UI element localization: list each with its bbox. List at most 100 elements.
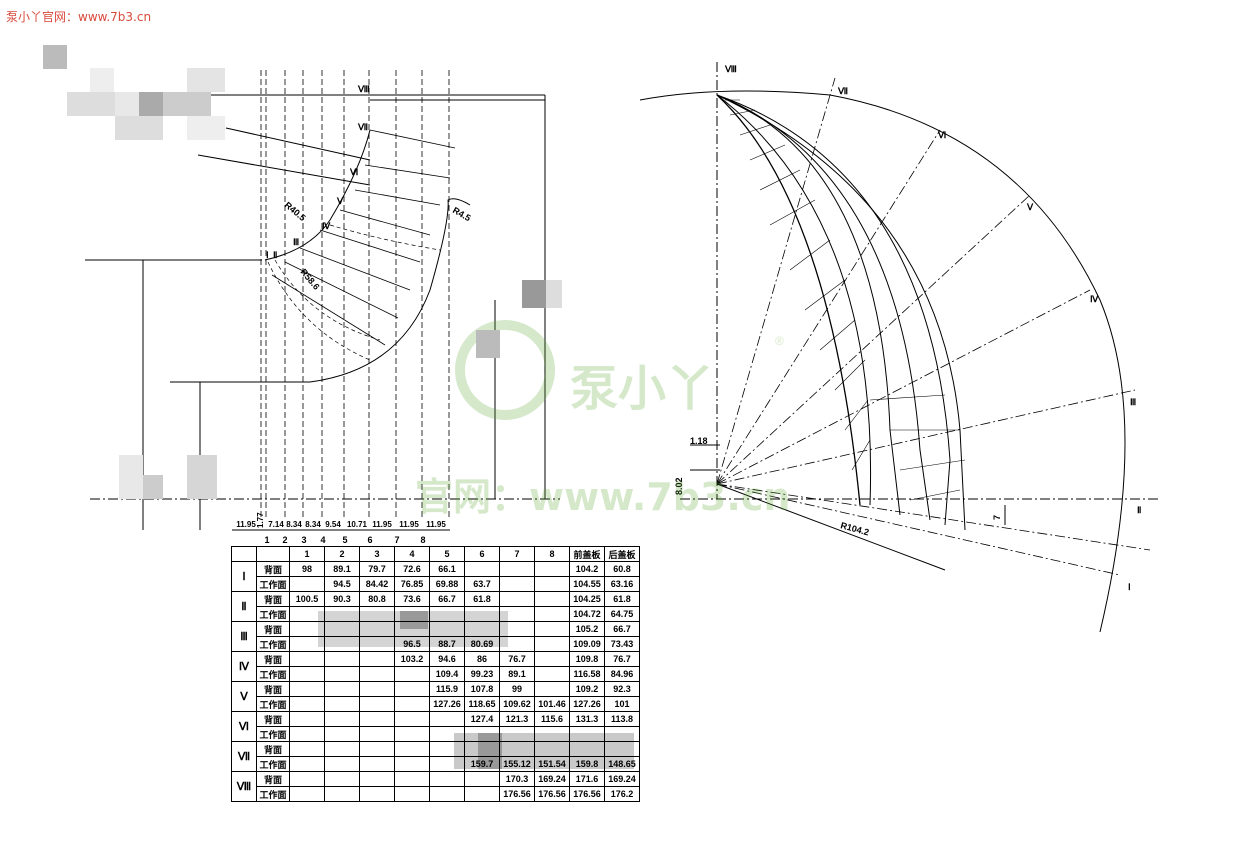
value-cell: 94.6	[429, 651, 465, 667]
value-cell	[429, 606, 465, 622]
value-cell	[499, 561, 535, 577]
face-cell: 背面	[256, 621, 290, 637]
value-cell: 84.42	[359, 576, 395, 592]
plan-angle: 7	[992, 515, 1002, 520]
value-cell	[289, 681, 325, 697]
value-cell	[289, 726, 325, 742]
value-cell	[394, 741, 430, 757]
value-cell: 92.3	[604, 681, 640, 697]
value-cell	[359, 696, 395, 712]
value-cell	[394, 711, 430, 727]
plan-label-5: Ⅴ	[1026, 202, 1034, 212]
value-cell: 170.3	[499, 771, 535, 787]
value-cell: 84.96	[604, 666, 640, 682]
value-cell	[464, 741, 500, 757]
header-cell: 7	[499, 546, 535, 562]
value-cell	[604, 741, 640, 757]
section-cell: Ⅶ	[231, 741, 257, 772]
value-cell	[499, 576, 535, 592]
value-cell	[359, 666, 395, 682]
value-cell	[499, 636, 535, 652]
plan-label-7: Ⅶ	[837, 86, 848, 96]
value-cell: 73.6	[394, 591, 430, 607]
value-cell	[289, 666, 325, 682]
value-cell: 69.88	[429, 576, 465, 592]
value-cell: 80.8	[359, 591, 395, 607]
face-cell: 背面	[256, 561, 290, 577]
value-cell	[499, 606, 535, 622]
plan-label-4: Ⅳ	[1090, 294, 1099, 304]
face-cell: 工作面	[256, 696, 290, 712]
value-cell: 66.1	[429, 561, 465, 577]
station-2: 2	[282, 535, 287, 545]
face-cell: 背面	[256, 651, 290, 667]
mer-label-4: Ⅳ	[322, 221, 331, 231]
station-5: 5	[342, 535, 347, 545]
header-cell: 8	[534, 546, 570, 562]
value-cell	[359, 606, 395, 622]
header-cell: 3	[359, 546, 395, 562]
value-cell	[324, 741, 360, 757]
mer-label-1: Ⅰ	[266, 250, 269, 260]
value-cell: 89.1	[324, 561, 360, 577]
value-cell	[359, 756, 395, 772]
value-cell	[394, 786, 430, 802]
face-cell: 工作面	[256, 726, 290, 742]
value-cell	[324, 696, 360, 712]
plan-dim-1-18: 1.18	[690, 436, 708, 446]
value-cell: 109.62	[499, 696, 535, 712]
value-cell	[289, 696, 325, 712]
plan-label-8: Ⅷ	[724, 64, 737, 74]
value-cell: 66.7	[604, 621, 640, 637]
value-cell	[359, 786, 395, 802]
value-cell: 90.3	[324, 591, 360, 607]
value-cell: 109.2	[569, 681, 605, 697]
value-cell	[359, 771, 395, 787]
value-cell: 115.6	[534, 711, 570, 727]
value-cell	[604, 726, 640, 742]
value-cell	[429, 621, 465, 637]
value-cell: 104.25	[569, 591, 605, 607]
section-cell: Ⅷ	[231, 771, 257, 802]
header-cell: 1	[289, 546, 325, 562]
section-cell: Ⅴ	[231, 681, 257, 712]
value-cell: 76.85	[394, 576, 430, 592]
value-cell	[394, 696, 430, 712]
value-cell	[429, 771, 465, 787]
value-cell: 151.54	[534, 756, 570, 772]
value-cell	[359, 681, 395, 697]
plan-label-3: Ⅲ	[1130, 397, 1136, 407]
value-cell	[359, 711, 395, 727]
value-cell: 80.69	[464, 636, 500, 652]
value-cell	[289, 576, 325, 592]
value-cell	[534, 726, 570, 742]
value-cell	[289, 651, 325, 667]
value-cell	[394, 771, 430, 787]
value-cell	[534, 741, 570, 757]
value-cell: 94.5	[324, 576, 360, 592]
value-cell	[324, 606, 360, 622]
value-cell	[464, 561, 500, 577]
url-watermark: 官网：www.7b3.cn	[415, 475, 790, 519]
value-cell: 127.26	[429, 696, 465, 712]
value-cell: 115.9	[429, 681, 465, 697]
value-cell	[429, 711, 465, 727]
value-cell	[534, 666, 570, 682]
value-cell	[429, 786, 465, 802]
plan-radius: R104.2	[839, 520, 870, 537]
value-cell: 148.65	[604, 756, 640, 772]
face-cell: 背面	[256, 741, 290, 757]
face-cell: 背面	[256, 711, 290, 727]
registered-mark: ®	[775, 334, 784, 348]
value-cell	[359, 651, 395, 667]
plan-view	[639, 62, 1160, 633]
value-cell	[534, 561, 570, 577]
section-cell: Ⅰ	[231, 561, 257, 592]
logo-text: 泵小丫	[570, 361, 714, 417]
value-cell	[394, 606, 430, 622]
value-cell: 171.6	[569, 771, 605, 787]
